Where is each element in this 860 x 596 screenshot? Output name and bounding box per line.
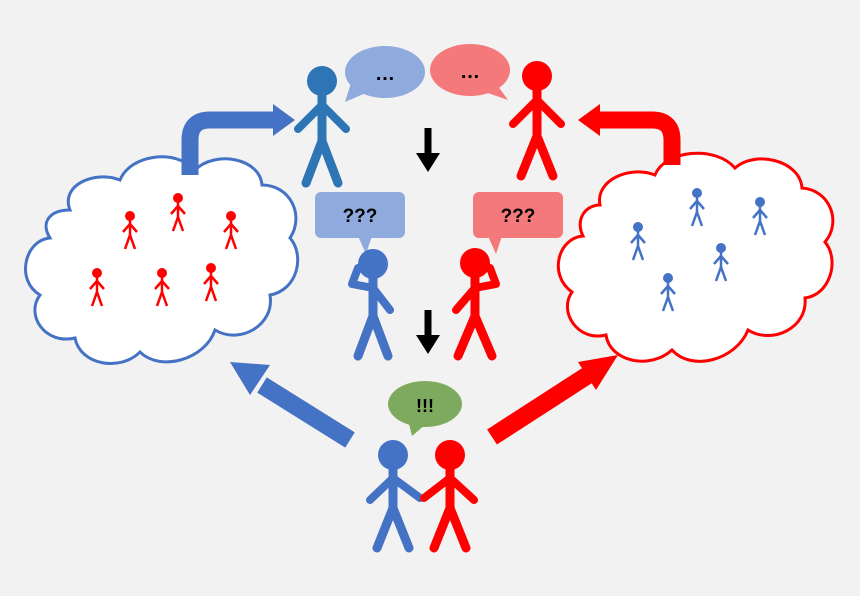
bubble-text: … bbox=[375, 63, 395, 85]
bubble-text: !!! bbox=[416, 396, 434, 416]
speech-bubble-green-bottom: !!! bbox=[388, 381, 462, 436]
arrow-icon bbox=[578, 104, 681, 165]
person-icon bbox=[298, 66, 346, 183]
person-icon bbox=[420, 440, 478, 553]
left-cloud bbox=[24, 155, 300, 365]
person-icon bbox=[452, 248, 500, 361]
bubble-text: … bbox=[460, 61, 480, 83]
arrow-icon bbox=[487, 355, 618, 445]
person-icon bbox=[348, 249, 394, 361]
arrow-down-icon bbox=[416, 310, 440, 354]
person-icon bbox=[509, 61, 565, 181]
speech-bubble-red-middle: ??? bbox=[473, 192, 563, 254]
right-cloud bbox=[556, 151, 835, 363]
arrow-down-icon bbox=[416, 128, 440, 172]
arrow-icon bbox=[230, 362, 355, 448]
speech-bubble-red-top: … bbox=[430, 44, 510, 100]
arrow-icon bbox=[181, 104, 295, 175]
bubble-text: ??? bbox=[501, 206, 536, 227]
speech-bubble-blue-top: … bbox=[345, 46, 425, 102]
person-icon bbox=[366, 440, 424, 553]
bubble-text: ??? bbox=[343, 206, 378, 227]
speech-bubble-blue-middle: ??? bbox=[315, 192, 405, 254]
